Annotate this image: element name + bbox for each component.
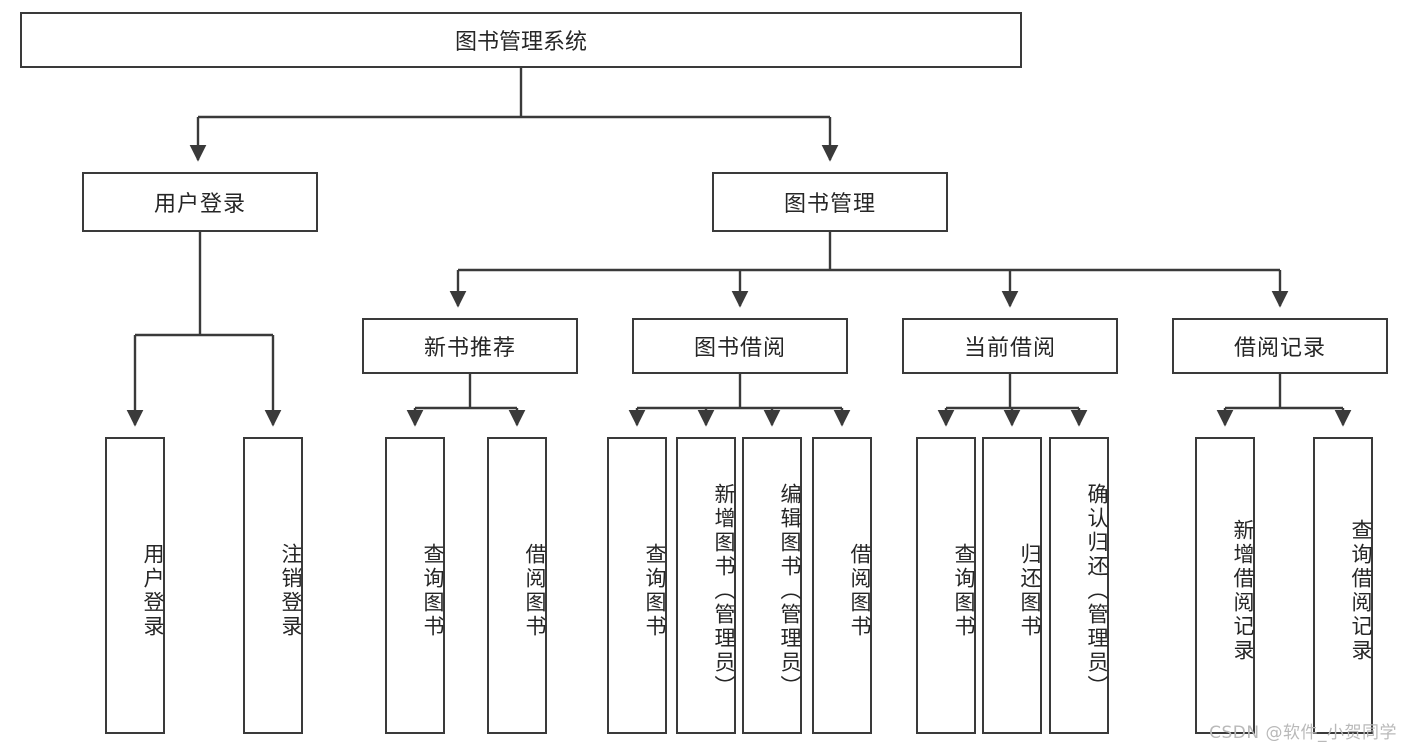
leaf-label: 查询借阅记录 — [1349, 518, 1373, 663]
leaf-user-login-login[interactable]: 用户登录 — [105, 437, 165, 734]
node-current-borrow[interactable]: 当前借阅 — [902, 318, 1118, 374]
leaf-label: 归还图书 — [1018, 542, 1042, 639]
leaf-label: 查询图书 — [643, 542, 667, 639]
leaf-borrow-edit-book-admin[interactable]: 编辑图书（管理员） — [742, 437, 802, 734]
leaf-record-query-record[interactable]: 查询借阅记录 — [1313, 437, 1373, 734]
leaf-current-query-book[interactable]: 查询图书 — [916, 437, 976, 734]
leaf-current-confirm-return-admin[interactable]: 确认归还（管理员） — [1049, 437, 1109, 734]
leaf-label: 借阅图书 — [523, 542, 547, 639]
node-new-book-recommend[interactable]: 新书推荐 — [362, 318, 578, 374]
leaf-borrow-query-book[interactable]: 查询图书 — [607, 437, 667, 734]
leaf-label: 编辑图书（管理员） — [778, 482, 802, 699]
leaf-label: 新增图书（管理员） — [712, 482, 736, 699]
node-book-management[interactable]: 图书管理 — [712, 172, 948, 232]
leaf-recommend-query-book[interactable]: 查询图书 — [385, 437, 445, 734]
node-borrow-record[interactable]: 借阅记录 — [1172, 318, 1388, 374]
leaf-label: 用户登录 — [141, 542, 165, 639]
leaf-recommend-borrow-book[interactable]: 借阅图书 — [487, 437, 547, 734]
node-root-system[interactable]: 图书管理系统 — [20, 12, 1022, 68]
leaf-label: 新增借阅记录 — [1231, 518, 1255, 663]
leaf-label: 注销登录 — [279, 542, 303, 639]
csdn-watermark: CSDN @软件_小贺同学 — [1209, 723, 1397, 743]
leaf-record-add-record[interactable]: 新增借阅记录 — [1195, 437, 1255, 734]
node-user-login[interactable]: 用户登录 — [82, 172, 318, 232]
leaf-current-return-book[interactable]: 归还图书 — [982, 437, 1042, 734]
leaf-user-login-logout[interactable]: 注销登录 — [243, 437, 303, 734]
node-book-borrow[interactable]: 图书借阅 — [632, 318, 848, 374]
leaf-label: 查询图书 — [421, 542, 445, 639]
leaf-label: 确认归还（管理员） — [1085, 482, 1109, 699]
leaf-label: 借阅图书 — [848, 542, 872, 639]
leaf-borrow-borrow-book[interactable]: 借阅图书 — [812, 437, 872, 734]
leaf-label: 查询图书 — [952, 542, 976, 639]
leaf-borrow-add-book-admin[interactable]: 新增图书（管理员） — [676, 437, 736, 734]
